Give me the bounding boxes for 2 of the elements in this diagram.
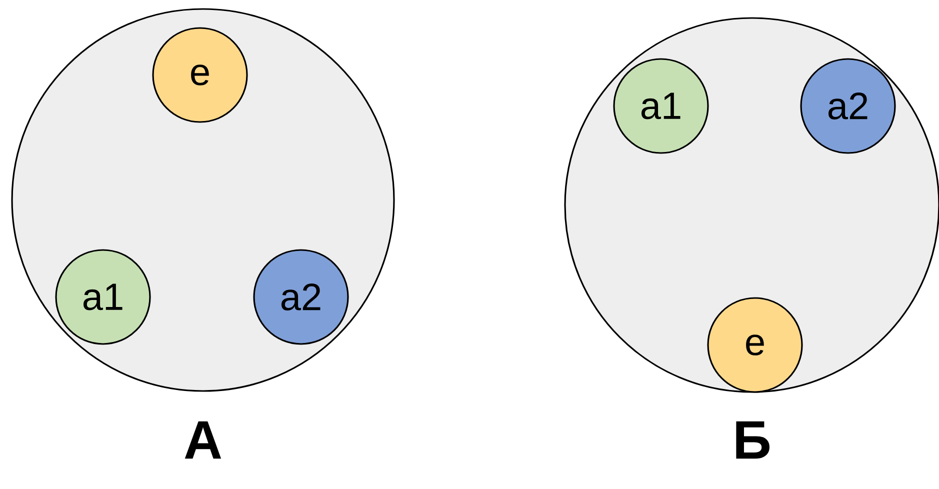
node-label: А [184,421,222,459]
node-label: Б [736,421,770,459]
